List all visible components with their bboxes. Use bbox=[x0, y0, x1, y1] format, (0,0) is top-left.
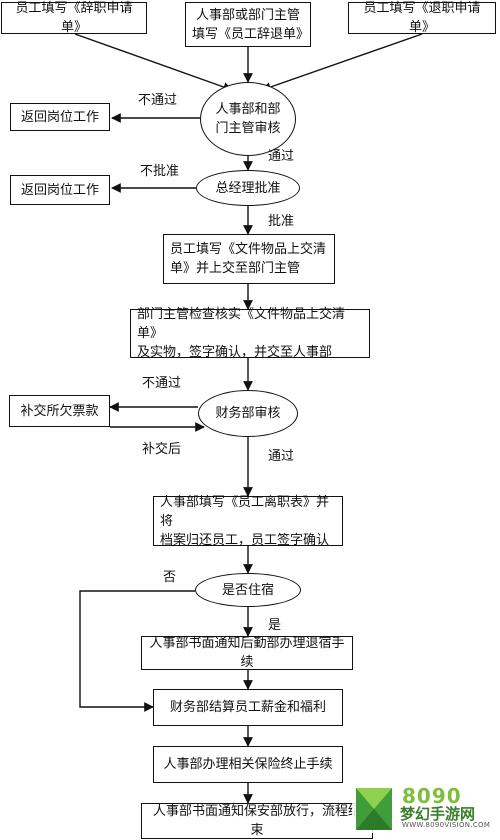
node-departure-form: 人事部填写《员工离职表》并将 档案归还员工，员工签字确认 bbox=[153, 495, 343, 548]
node-label: 是否住宿 bbox=[221, 582, 274, 598]
node-label: 补交所欠票款 bbox=[20, 403, 99, 419]
node-finance-review: 财务部审核 bbox=[198, 390, 298, 437]
node-label: 总经理批准 bbox=[215, 180, 281, 196]
watermark: 8090 梦幻手游网 WWW.8090VISION.COM bbox=[352, 782, 500, 833]
edge-dorm-no-bypass bbox=[79, 590, 195, 712]
edge-label-approved: 批准 bbox=[268, 214, 295, 229]
node-salary-settlement: 财务部结算员工薪金和福利 bbox=[153, 689, 343, 726]
edge-label-reject-2: 不通过 bbox=[142, 376, 182, 391]
edge-label-pass-2: 通过 bbox=[268, 449, 295, 464]
node-dorm-decision: 是否住宿 bbox=[195, 573, 301, 607]
edge-label-after-repay: 补交后 bbox=[142, 442, 182, 457]
edge-label-yes: 是 bbox=[268, 618, 282, 633]
watermark-url: WWW.8090VISION.COM bbox=[402, 821, 491, 829]
node-label: 人事部书面通知保安部放行，流程结束 bbox=[152, 804, 361, 838]
node-resignation-application: 员工填写《辞职申请单》 bbox=[1, 1, 147, 35]
node-submit-item-list: 员工填写《文件物品上交清 单》并上交至部门主管 bbox=[163, 234, 335, 284]
node-label: 人事部或部门主管 填写《员工辞退单》 bbox=[192, 7, 310, 42]
watermark-logo-icon bbox=[352, 782, 396, 833]
node-security-release: 人事部书面通知保安部放行，流程结束 bbox=[141, 803, 373, 839]
edge-label-pass-1: 通过 bbox=[268, 149, 295, 164]
edge-topleft-review bbox=[74, 33, 233, 92]
edge-label-no: 否 bbox=[163, 570, 177, 585]
node-label: 返回岗位工作 bbox=[20, 182, 99, 198]
node-return-to-work-2: 返回岗位工作 bbox=[10, 175, 110, 205]
node-insurance-termination: 人事部办理相关保险终止手续 bbox=[153, 746, 343, 783]
node-dorm-checkout-notice: 人事部书面通知后勤部办理退宿手续 bbox=[141, 636, 353, 670]
node-gm-approval: 总经理批准 bbox=[196, 170, 300, 206]
node-label: 财务部审核 bbox=[215, 406, 281, 421]
node-label: 部门主管检查核实《文件物品上交清单》 及实物，签字确认，并交至人事部 bbox=[137, 307, 346, 360]
node-label: 人事部填写《员工离职表》并将 档案归还员工，员工签字确认 bbox=[160, 494, 330, 548]
node-dismissal-form: 人事部或部门主管 填写《员工辞退单》 bbox=[185, 2, 311, 47]
node-manager-verify: 部门主管检查核实《文件物品上交清单》 及实物，签字确认，并交至人事部 bbox=[130, 307, 370, 360]
node-label: 人事部书面通知后勤部办理退宿手续 bbox=[149, 636, 345, 670]
node-repay-debt: 补交所欠票款 bbox=[9, 395, 110, 427]
edge-label-reject-1: 不通过 bbox=[138, 93, 178, 108]
node-hr-manager-review: 人事部和部 门主管审核 bbox=[200, 82, 296, 156]
node-label: 人事部和部 门主管审核 bbox=[215, 102, 281, 136]
node-label: 员工填写《退职申请单》 bbox=[363, 1, 481, 35]
node-label: 返回岗位工作 bbox=[20, 109, 99, 125]
node-label: 员工填写《辞职申请单》 bbox=[15, 1, 133, 35]
watermark-number: 8090 bbox=[402, 784, 462, 808]
node-label: 人事部办理相关保险终止手续 bbox=[163, 757, 333, 772]
node-label: 财务部结算员工薪金和福利 bbox=[169, 700, 326, 715]
edge-topright-review bbox=[261, 33, 423, 92]
watermark-name: 梦幻手游网 bbox=[400, 805, 476, 823]
node-return-to-work-1: 返回岗位工作 bbox=[10, 103, 110, 131]
node-retirement-application: 员工填写《退职申请单》 bbox=[348, 1, 496, 35]
node-label: 员工填写《文件物品上交清 单》并上交至部门主管 bbox=[170, 242, 327, 276]
edge-label-not-approved: 不批准 bbox=[140, 164, 180, 179]
